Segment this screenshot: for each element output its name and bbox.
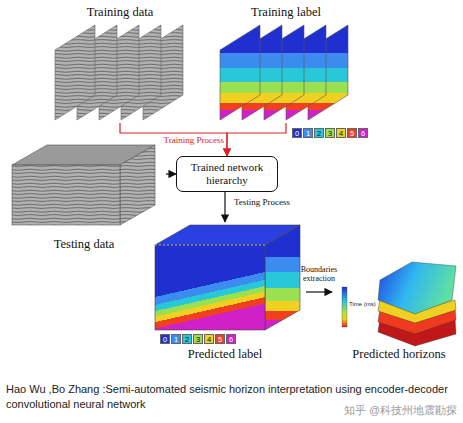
legend-swatch: 6 <box>358 128 368 138</box>
node-label: Trained network hierarchy <box>182 161 272 186</box>
legend-number: 1 <box>306 129 310 138</box>
legend-swatch: 2 <box>182 334 192 344</box>
node-label: Predicted horizons <box>332 347 463 362</box>
node-label: Training label <box>206 5 366 20</box>
legend-number: 5 <box>218 335 222 344</box>
legend-number: 4 <box>339 129 343 138</box>
connector <box>227 123 286 156</box>
seismic-volume: Testing data <box>2 140 166 252</box>
edge-label: Boundaries extraction <box>297 266 341 284</box>
legend-number: 6 <box>229 335 233 344</box>
legend-number: 2 <box>185 335 189 344</box>
legend-swatch: 0 <box>160 334 170 344</box>
axis-label: Time (ms) <box>349 301 376 307</box>
legend-swatch: 3 <box>325 128 335 138</box>
legend-swatch: 5 <box>215 334 225 344</box>
node-label: Predicted label <box>144 347 306 362</box>
legend-number: 3 <box>196 335 200 344</box>
caption: Hao Wu ,Bo Zhang :Semi-automated seismic… <box>6 382 458 413</box>
node-label: Testing data <box>2 237 166 252</box>
label-volume: Training label <box>206 5 366 123</box>
legend-swatch: 4 <box>336 128 346 138</box>
seismic-slices <box>55 25 183 120</box>
legend-swatch: 5 <box>347 128 357 138</box>
label-volume <box>155 225 300 330</box>
legend-number: 5 <box>350 129 354 138</box>
legend-number: 0 <box>163 335 167 344</box>
process-box: Trained network hierarchy <box>176 156 278 192</box>
legend-number: 0 <box>295 129 299 138</box>
connector <box>166 173 176 174</box>
legend-swatch: 2 <box>314 128 324 138</box>
horizon-surfaces <box>342 262 456 346</box>
node-label: Training data <box>44 5 196 20</box>
connector <box>224 192 225 222</box>
legend-number: 6 <box>361 129 365 138</box>
seismic-volume <box>12 145 155 225</box>
legend-swatch: 4 <box>204 334 214 344</box>
edge-label: Testing Process <box>234 198 304 208</box>
seismic-volume: Training data <box>44 5 196 123</box>
legend-swatch: 0 <box>292 128 302 138</box>
legend-swatch: 6 <box>226 334 236 344</box>
legend-swatch: 1 <box>303 128 313 138</box>
legend-swatch: 1 <box>171 334 181 344</box>
legend-number: 3 <box>328 129 332 138</box>
legend-swatch: 3 <box>193 334 203 344</box>
legend-number: 4 <box>207 335 211 344</box>
label-slices <box>220 25 348 120</box>
connector <box>120 123 227 156</box>
legend-number: 2 <box>317 129 321 138</box>
connector <box>306 291 332 292</box>
edge-label: Training Process <box>150 136 224 146</box>
watermark: 知乎 @科技州地震勘探 <box>344 404 457 418</box>
legend-number: 1 <box>174 335 178 344</box>
